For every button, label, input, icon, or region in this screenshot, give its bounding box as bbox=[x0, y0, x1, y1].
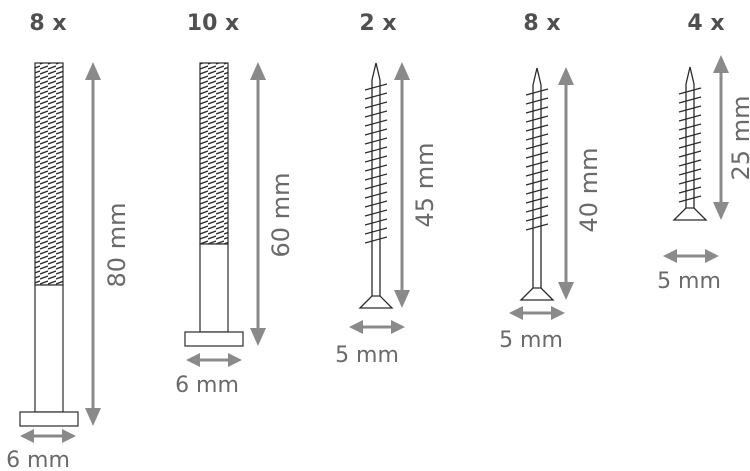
width-arrow bbox=[349, 320, 405, 334]
length-arrow bbox=[394, 62, 410, 308]
fastener-5: 4 x 25 mm 5 mm bbox=[657, 11, 750, 294]
width-arrow bbox=[663, 249, 719, 263]
width-arrow bbox=[20, 429, 76, 443]
width-label: 5 mm bbox=[657, 269, 721, 294]
screw-icon bbox=[519, 67, 555, 301]
length-arrow bbox=[85, 62, 101, 426]
length-label: 80 mm bbox=[103, 203, 131, 288]
width-label: 6 mm bbox=[6, 448, 70, 471]
width-arrow bbox=[509, 306, 565, 320]
quantity-label: 8 x bbox=[523, 11, 560, 36]
length-label: 45 mm bbox=[411, 143, 439, 228]
length-label: 25 mm bbox=[727, 96, 750, 181]
length-label: 60 mm bbox=[267, 173, 295, 258]
length-arrow bbox=[713, 55, 729, 220]
quantity-label: 8 x bbox=[29, 11, 66, 36]
bolt-icon bbox=[19, 62, 79, 427]
length-label: 40 mm bbox=[575, 148, 603, 233]
fastener-1: 8 x 80 mm 6 mm bbox=[6, 11, 131, 471]
length-arrow bbox=[558, 67, 574, 300]
quantity-label: 4 x bbox=[687, 11, 724, 36]
width-arrow bbox=[186, 353, 242, 367]
screw-icon bbox=[672, 66, 708, 221]
width-label: 5 mm bbox=[499, 328, 563, 353]
fastener-3: 2 x 45 mm 5 mm bbox=[335, 11, 439, 368]
fastener-2: 10 x 60 mm 6 mm bbox=[175, 11, 295, 398]
length-arrow bbox=[250, 62, 266, 346]
screw-icon bbox=[358, 62, 394, 309]
width-label: 6 mm bbox=[175, 373, 239, 398]
quantity-label: 10 x bbox=[187, 11, 239, 36]
width-label: 5 mm bbox=[335, 343, 399, 368]
quantity-label: 2 x bbox=[359, 11, 396, 36]
fastener-4: 8 x 40 mm 5 mm bbox=[499, 11, 603, 353]
bolt-icon bbox=[184, 62, 244, 347]
